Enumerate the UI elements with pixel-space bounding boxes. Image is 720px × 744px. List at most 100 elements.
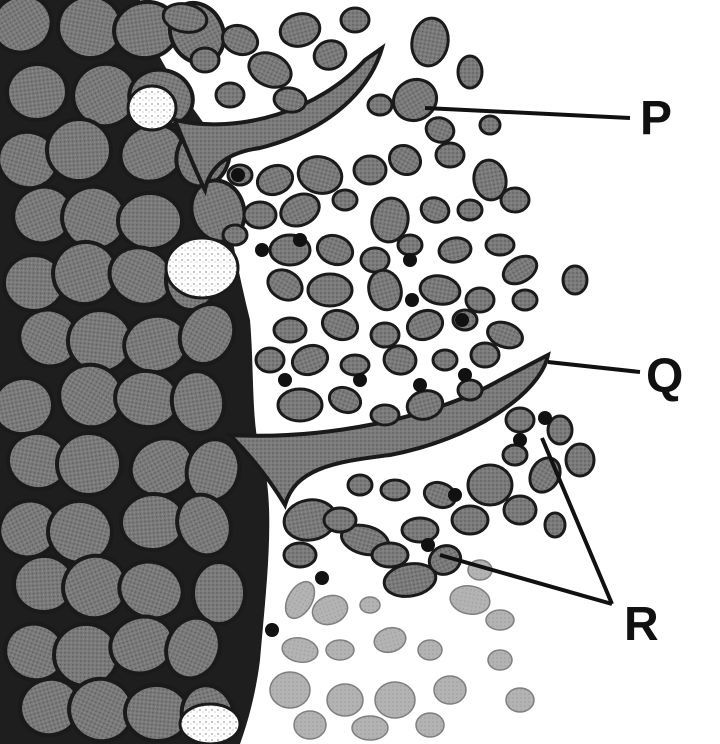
dense-cell (53, 623, 118, 686)
loose-cell (371, 405, 399, 425)
leader-line-q (548, 362, 640, 372)
loose-cell (408, 15, 452, 69)
loose-cell (402, 518, 438, 542)
loose-cell (272, 85, 308, 114)
granule (455, 313, 469, 327)
loose-cell (501, 188, 529, 212)
loose-cell (262, 264, 307, 306)
granule (315, 571, 329, 585)
loose-cell (384, 140, 426, 180)
loose-cell (513, 290, 537, 310)
loose-cell (244, 202, 276, 228)
loose-cell (333, 190, 357, 210)
faint-cell (434, 676, 466, 704)
loose-cell (253, 161, 296, 200)
granule (353, 373, 367, 387)
loose-cell (458, 56, 482, 88)
granule (458, 368, 472, 382)
label-p: P (640, 92, 672, 145)
granule (255, 243, 269, 257)
granule (278, 373, 292, 387)
loose-cell (368, 95, 392, 115)
granule (403, 253, 417, 267)
granule (448, 488, 462, 502)
loose-cell (452, 506, 488, 534)
loose-cell (458, 380, 482, 400)
granule (513, 433, 527, 447)
loose-cell (277, 9, 324, 50)
granule (413, 378, 427, 392)
loose-cell (326, 383, 364, 416)
granule (231, 168, 245, 182)
loose-cell (278, 389, 322, 421)
dense-cell (193, 562, 245, 624)
faint-cell (416, 713, 444, 737)
loose-cell (216, 83, 244, 107)
loose-cell (418, 273, 462, 308)
faint-cell (352, 716, 388, 740)
loose-cell (563, 266, 587, 294)
faint-cell (418, 640, 442, 660)
loose-cell (308, 274, 352, 306)
loose-cell (381, 480, 409, 500)
faint-cell (280, 635, 320, 665)
loose-cell (288, 341, 331, 380)
faint-cell (448, 583, 492, 618)
loose-cell (372, 543, 408, 567)
loose-cell (274, 318, 306, 342)
loose-cell (504, 496, 536, 524)
loose-cell (256, 348, 284, 372)
loose-cell (361, 248, 389, 272)
loose-cell (276, 188, 325, 232)
granule (405, 293, 419, 307)
label-r: R (624, 598, 659, 651)
faint-cell (486, 610, 514, 630)
loose-cell (503, 445, 527, 465)
loose-cell (223, 225, 247, 245)
loose-cell (437, 235, 473, 264)
loose-cell (398, 235, 422, 255)
loose-cell (403, 306, 446, 345)
loose-cell (418, 194, 453, 226)
loose-cell (486, 235, 514, 255)
loose-cell (324, 508, 356, 532)
faint-cell (294, 711, 326, 739)
loose-cell (566, 444, 594, 476)
loose-cell (310, 36, 350, 73)
faint-cell (326, 640, 354, 660)
loose-cell (433, 350, 457, 370)
faint-cell (375, 682, 415, 718)
loose-cell (348, 475, 372, 495)
faint-cell (371, 624, 408, 655)
faint-cell (506, 688, 534, 712)
loose-cell (468, 465, 512, 505)
granule (538, 411, 552, 425)
loose-cell (284, 543, 316, 567)
loose-cell (471, 343, 499, 367)
leader-line-p (425, 108, 630, 118)
loose-cell (506, 408, 534, 432)
loose-cell (371, 323, 399, 347)
loose-cell (524, 452, 566, 497)
loose-cell (458, 200, 482, 220)
loose-cell (436, 143, 464, 167)
loose-cell (364, 267, 405, 314)
loose-cell (341, 8, 369, 32)
dense-cell (118, 192, 183, 249)
loose-cell (545, 513, 565, 537)
faint-cell (327, 684, 363, 716)
granule (265, 623, 279, 637)
loose-cell (480, 116, 500, 134)
faint-cell (488, 650, 512, 670)
loose-cell (341, 355, 369, 375)
loose-cell (498, 251, 541, 290)
faint-cell (360, 597, 380, 613)
faint-cell (270, 672, 310, 708)
loose-cell (466, 288, 494, 312)
loose-cell (191, 48, 219, 72)
loose-cell (313, 231, 356, 270)
label-q: Q (646, 350, 683, 403)
granule (293, 233, 307, 247)
loose-cell (423, 114, 458, 146)
